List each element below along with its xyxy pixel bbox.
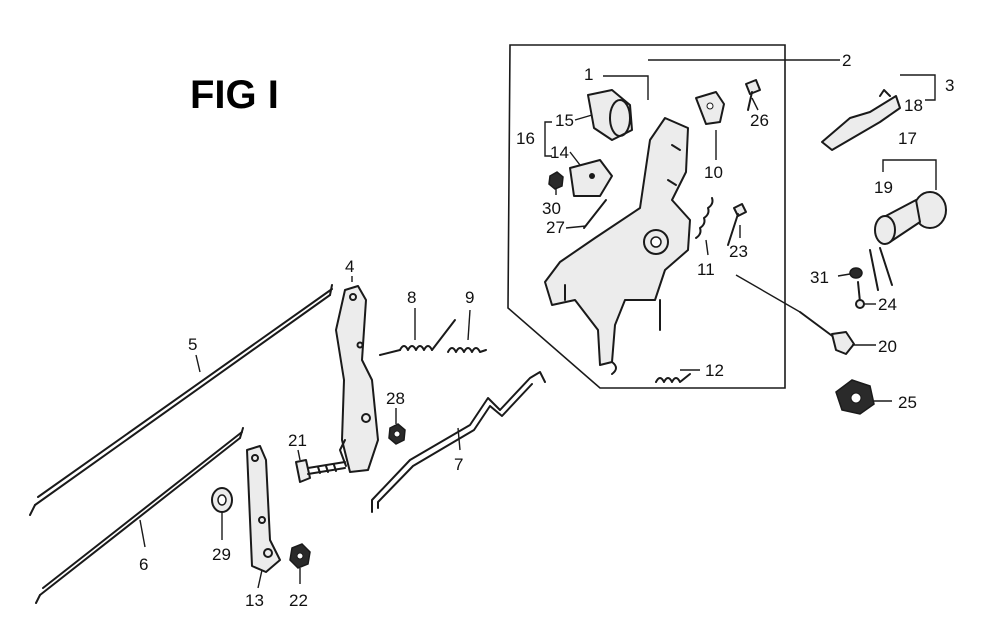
callout-8: 8 — [407, 288, 416, 307]
callout-24: 24 — [878, 295, 897, 314]
callout-21: 21 — [288, 431, 307, 450]
callout-28: 28 — [386, 389, 405, 408]
part-23-bolt — [727, 203, 747, 246]
callout-1: 1 — [584, 65, 593, 84]
part-12-spring — [655, 373, 691, 383]
callout-31: 31 — [810, 268, 829, 287]
callout-25: 25 — [898, 393, 917, 412]
leader-26 — [751, 97, 759, 111]
leader-9 — [467, 309, 471, 341]
part-29-washer — [211, 487, 233, 513]
part-27-pin — [583, 199, 607, 229]
part-5-rod — [29, 284, 333, 516]
leader-5 — [195, 354, 201, 373]
leader-11 — [705, 239, 709, 256]
callout-7: 7 — [454, 455, 463, 474]
leader-6 — [139, 519, 146, 548]
part-30-nut — [548, 171, 564, 190]
bracket-17 — [882, 159, 937, 190]
part-20-bolt — [799, 311, 855, 355]
callout-3: 3 — [945, 76, 954, 95]
callout-30: 30 — [542, 199, 561, 218]
part-24-screw — [855, 281, 865, 309]
bracket-16 — [544, 121, 552, 157]
part-8-spring — [379, 319, 456, 356]
callout-13: 13 — [245, 591, 264, 610]
bracket-1 — [603, 75, 649, 100]
callout-16: 16 — [516, 129, 535, 148]
callout-11: 11 — [697, 260, 715, 279]
assembly-frame — [507, 44, 786, 389]
leader-11-20 — [735, 274, 801, 313]
part-7-rod — [371, 371, 546, 513]
part-11-spring — [695, 197, 714, 239]
callout-14: 14 — [550, 143, 569, 162]
callout-2: 2 — [842, 51, 851, 70]
part-21-bolt — [295, 459, 346, 483]
part-18-throttle-lever — [821, 89, 901, 151]
part-19-knob-assembly — [869, 191, 947, 291]
callout-22: 22 — [289, 591, 308, 610]
figure-title: FIG I — [190, 73, 279, 117]
callout-6: 6 — [139, 555, 148, 574]
callout-10: 10 — [704, 163, 723, 182]
leader-27 — [565, 225, 587, 229]
leader-14 — [569, 151, 581, 166]
part-10-clip — [695, 91, 725, 125]
leader-21 — [297, 449, 301, 461]
part-13-lever — [246, 445, 281, 573]
bracket-3 — [900, 74, 936, 101]
part-22-nut — [289, 543, 311, 569]
leader-7 — [457, 427, 461, 451]
callout-4: 4 — [345, 257, 354, 276]
part-9-spring — [447, 347, 487, 353]
part-31-washer — [849, 267, 863, 279]
leader-15 — [574, 114, 593, 121]
part-4-governor-arm — [335, 285, 379, 473]
callout-23: 23 — [729, 242, 748, 261]
callout-19: 19 — [874, 178, 893, 197]
callout-29: 29 — [212, 545, 231, 564]
part-14-choke-knob — [569, 159, 613, 197]
callout-15: 15 — [555, 111, 574, 130]
part-25-nut — [835, 379, 875, 415]
callout-17: 17 — [898, 129, 917, 148]
callout-27: 27 — [546, 218, 565, 237]
callout-9: 9 — [465, 288, 474, 307]
callout-18: 18 — [904, 96, 923, 115]
leader-31 — [837, 273, 851, 277]
callout-20: 20 — [878, 337, 897, 356]
callout-12: 12 — [705, 361, 724, 380]
leader-13 — [257, 569, 263, 589]
part-28-nut — [388, 423, 406, 445]
callout-5: 5 — [188, 335, 197, 354]
part-6-rod — [35, 427, 244, 604]
part-15-choke-lever — [587, 89, 633, 141]
part-26-screw — [745, 79, 761, 111]
callout-26: 26 — [750, 111, 769, 130]
part-1-control-bracket — [544, 117, 691, 375]
